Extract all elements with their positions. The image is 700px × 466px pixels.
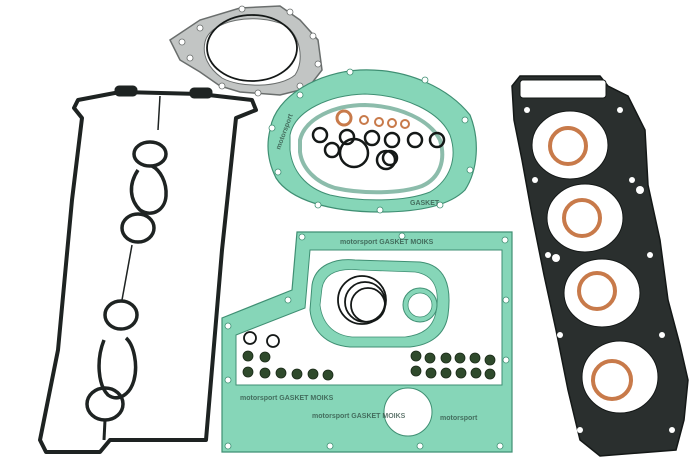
svg-text:GASKET: GASKET [410,200,440,207]
oil-pump-cover-gasket [309,259,450,348]
brand-print: motorsport GASKET MOIKS [340,239,434,246]
clutch-cover-gasket: motorsport GASKET [267,68,477,214]
svg-text:motorsport GASKET MOIKS: motorsport GASKET MOIKS [312,413,406,420]
svg-text:motorsport: motorsport [440,415,478,422]
generator-cover-gasket [169,5,323,97]
o-ring-large [206,14,298,82]
o-rings [311,126,446,171]
copper-crush-washers [335,109,410,129]
valve-cover-gasket [38,85,258,454]
svg-text:motorsport GASKET MOIKS: motorsport GASKET MOIKS [240,395,334,402]
cylinder-head-gasket [511,75,689,457]
valve-stem-seals [242,350,496,381]
small-o-rings [243,331,280,348]
